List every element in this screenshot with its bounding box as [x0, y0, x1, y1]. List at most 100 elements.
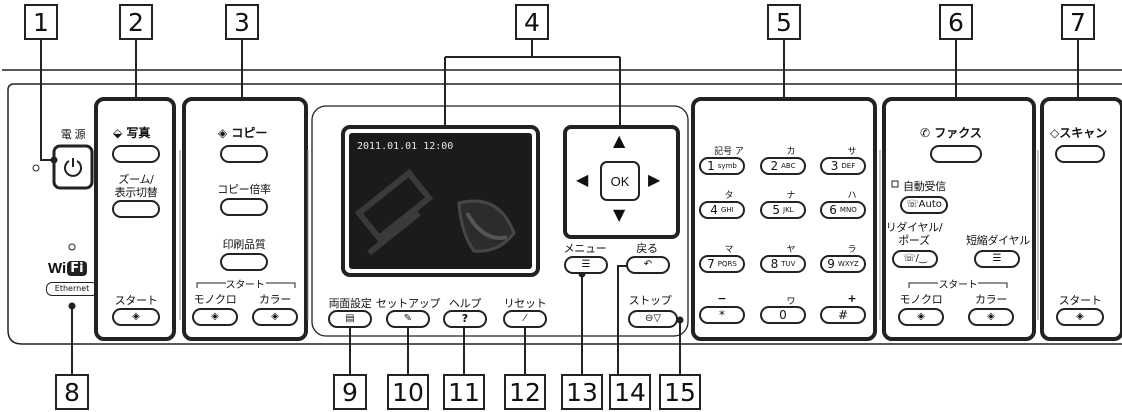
key-star[interactable]: * [699, 306, 745, 324]
fax-color-start-button[interactable]: ◈ [968, 308, 1014, 326]
auto-receive-label: 自動受信 [903, 178, 946, 194]
photo-mode-button[interactable] [112, 145, 160, 163]
callout-10: 10 [387, 374, 429, 410]
scan-mode-label: ◇スキャン [1050, 124, 1107, 141]
key-0[interactable]: 0 [760, 306, 806, 324]
power-button[interactable] [58, 150, 88, 184]
photo-start-button[interactable]: ◈ [112, 308, 160, 326]
key-7-num: 7 [707, 257, 715, 271]
callout-11: 11 [443, 374, 485, 410]
callout-15: 15 [659, 374, 701, 410]
scan-start-label: スタート [1059, 292, 1102, 308]
copy-color-label: カラー [259, 291, 291, 307]
callout-12: 12 [504, 374, 546, 410]
redial-label-line2: ポーズ [898, 232, 930, 248]
dpad-down-button[interactable]: ▼ [613, 205, 625, 224]
scan-mode-button[interactable] [1055, 145, 1105, 163]
stop-icon: ⊖▽ [645, 313, 661, 324]
copy-mode-label: ◈ コピー [218, 124, 267, 141]
dpad-up-button[interactable]: ▲ [613, 131, 625, 150]
kana-8: ヤ [786, 242, 795, 255]
key-7-sub: PQRS [718, 260, 737, 268]
start-icon: ◈ [132, 311, 140, 322]
start-icon: ◈ [917, 311, 925, 322]
zoom-display-button[interactable] [112, 200, 160, 218]
kana-2: カ [786, 144, 795, 157]
photo-icon: ⬙ [113, 126, 122, 140]
key-1-num: 1 [707, 159, 715, 173]
menu-button[interactable]: ☰ [564, 256, 608, 274]
speed-dial-button[interactable]: ☰ [974, 250, 1020, 268]
ok-button[interactable]: OK [600, 161, 640, 201]
copy-mode-button[interactable] [220, 145, 268, 163]
menu-label: メニュー [564, 240, 607, 256]
copy-mono-start-button[interactable]: ◈ [192, 308, 238, 326]
lcd-wallpaper [349, 133, 532, 269]
help-icon: ? [462, 312, 468, 325]
power-icon [62, 156, 84, 178]
key-hash-num: # [838, 308, 848, 322]
copy-ratio-label: コピー倍率 [217, 181, 271, 197]
redial-pause-button[interactable]: ☏/‿ [892, 250, 938, 268]
key-2-num: 2 [771, 159, 779, 173]
key-1-sub: symb [718, 162, 737, 170]
key-6-sub: MNO [840, 206, 857, 214]
callout-9: 9 [333, 374, 367, 410]
scan-icon: ◇ [1050, 126, 1059, 140]
key-hash[interactable]: # [820, 306, 866, 324]
photo-mode-label: ⬙ 写真 [113, 124, 150, 141]
lcd-screen: 2011.01.01 12:00 [349, 133, 532, 269]
setup-label: セットアップ [376, 295, 440, 311]
scan-start-button[interactable]: ◈ [1056, 308, 1104, 326]
copy-color-start-button[interactable]: ◈ [252, 308, 298, 326]
auto-button-text: Auto [919, 199, 942, 210]
kana-3: サ [847, 144, 856, 157]
print-quality-label: 印刷品質 [223, 236, 266, 252]
back-label: 戻る [636, 240, 657, 256]
fax-mode-button[interactable] [930, 145, 982, 163]
callout-14: 14 [609, 374, 651, 410]
callout-7: 7 [1061, 4, 1095, 40]
back-icon: ↶ [644, 259, 652, 270]
setup-button[interactable]: ✎ [386, 310, 430, 328]
key-9-sub: WXYZ [838, 260, 859, 268]
kana-7: マ [724, 242, 733, 255]
key-5-sub: JKL [783, 206, 794, 214]
key-8-num: 8 [771, 257, 779, 271]
copy-ratio-button[interactable] [220, 198, 268, 216]
help-button[interactable]: ? [443, 310, 487, 328]
wifi-logo: WiFi [48, 258, 98, 278]
auto-answer-button[interactable]: ☏Auto [900, 196, 948, 214]
key-6-num: 6 [829, 203, 837, 217]
fax-mode-label: ✆ ファクス [920, 124, 982, 141]
key-4-num: 4 [710, 203, 718, 217]
key-2-sub: ABC [781, 162, 795, 170]
key-8-sub: TUV [781, 260, 795, 268]
kana-4: タ [724, 188, 733, 201]
dpad-right-button[interactable]: ▶ [648, 170, 660, 189]
wifi-fi: Fi [67, 261, 86, 276]
fax-mono-start-button[interactable]: ◈ [898, 308, 944, 326]
duplex-button[interactable]: ▤ [328, 310, 372, 328]
back-button[interactable]: ↶ [626, 256, 670, 274]
kana-6: ハ [847, 188, 856, 201]
stop-button[interactable]: ⊖▽ [628, 310, 678, 328]
copy-icon: ◈ [218, 126, 227, 140]
redial-icon: ☏/‿ [903, 253, 927, 264]
scan-mode-text: スキャン [1059, 126, 1107, 140]
key-9-num: 9 [827, 257, 835, 271]
print-quality-button[interactable] [220, 253, 268, 271]
reset-button[interactable]: ⁄ [503, 310, 547, 328]
dpad-left-button[interactable]: ◀ [576, 170, 588, 189]
photo-start-label: スタート [115, 292, 158, 308]
